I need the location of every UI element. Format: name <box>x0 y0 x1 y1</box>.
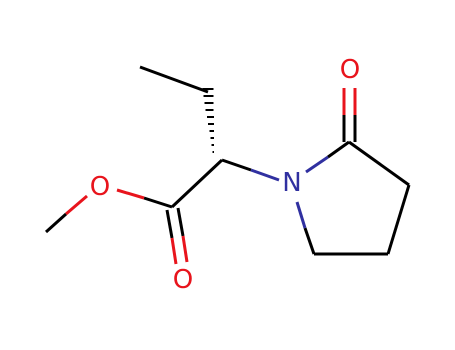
atom-o-carbonyl: O <box>173 265 193 295</box>
atom-n-ring: N <box>282 168 301 198</box>
bond-ccarbonyl-o-double-b <box>176 207 185 237</box>
bond-oester-methyl <box>44 212 68 234</box>
bond-cring-cring-1 <box>348 140 410 187</box>
bond-ccarbonyl-oester <box>143 196 173 209</box>
bond-cring-n-hetero <box>295 201 307 229</box>
bond-ccarbonyl-o-double-a <box>165 209 174 239</box>
bond-oester-methyl-hetero <box>65 194 88 216</box>
bond-cring-n <box>303 227 316 255</box>
bond-calpha-n-hetero <box>250 168 280 182</box>
bond-n-cring <box>327 140 350 159</box>
bond-ch3-ch2 <box>139 65 209 94</box>
atom-o-ester: O <box>90 172 110 202</box>
bond-ccarbonyl-oester-hetero <box>116 188 145 200</box>
bond-ccarbonyl-o-double-a-hetero <box>170 237 178 265</box>
bond-calpha-ccarbonyl <box>170 158 224 209</box>
bond-n-cring-hetero <box>305 155 329 174</box>
bond-ccarbonyl-o-double-b-hetero <box>181 235 189 263</box>
hashed-wedge-bond <box>202 88 214 153</box>
bond-cring-cring-2 <box>386 184 411 255</box>
atom-o-ketone: O <box>340 55 360 85</box>
bond-calpha-n <box>221 158 252 172</box>
